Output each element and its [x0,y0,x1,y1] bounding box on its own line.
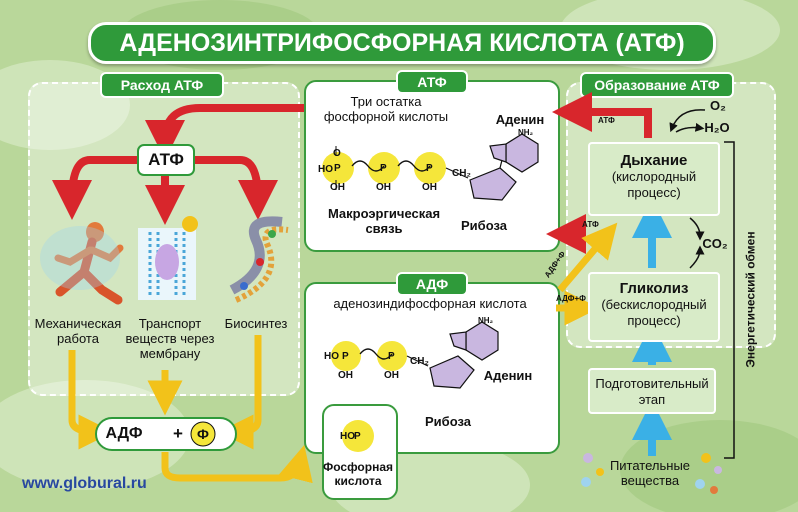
co2-arrow [689,245,705,269]
membrane-transport-label: Транспорт веществ через мембрану [125,316,215,361]
metabolism-bracket [724,141,735,459]
glycolysis-title: Гликолиз [619,280,689,297]
phosphate-group [377,341,407,371]
chem-oh: OH [376,182,391,193]
phosphate-group [368,152,400,184]
adp-plus-phosphate-small: АДФ+Ф [556,294,586,303]
atp-badge-label: АТФ [148,150,184,169]
yellow-arrow [161,445,313,484]
energy-metabolism-label: Энергетический обмен [743,231,758,368]
h2o-arrow [675,122,705,133]
ribose-ring [469,167,517,201]
ribose-ring [429,355,475,389]
ribose-label: Рибоза [425,414,471,429]
chem-oh: OH [422,182,437,193]
chem-p: P [426,163,433,174]
chem-ho: HO [318,164,333,175]
chem-ho: HO [340,431,355,442]
nutrients-label: Питательные вещества [609,458,691,488]
dna-illustration [229,216,289,303]
chem-p: P [388,351,395,362]
runner-illustration [40,222,124,305]
red-arrow [552,92,652,138]
chem-ho: HO [324,351,339,362]
chem-o: O [333,148,341,159]
phosphoric-acid-box [322,404,398,500]
website-url[interactable]: www.globural.ru [22,475,147,492]
co2-arrow [689,217,705,241]
phosphoric-acid-label: Фосфорная кислота [322,460,393,488]
atp-small-label: АТФ [582,220,599,229]
atp-small-label: АТФ [598,116,615,125]
yellow-arrow [557,222,618,293]
adenine-label: Аденин [495,112,545,127]
atp-usage-tag: Расход АТФ [100,72,224,98]
preparatory-stage-box: Подготовительный этап [588,368,716,414]
respiration-box: Дыхание (кислородный процесс) [588,142,720,216]
chem-p: P [354,431,361,442]
biosynthesis-label: Биосинтез [224,316,288,331]
mechanical-work-label: Механическая работа [34,316,122,346]
atp-formation-tag: Образование АТФ [580,72,734,98]
phosphate-symbol: Ф [197,426,209,442]
phosphate-group [414,152,446,184]
adp-molecule [331,321,499,389]
macroergic-bond [397,160,431,172]
chem-ch2: CH₂ [410,356,429,367]
h2o-label: H₂O [704,120,730,135]
chem-p: P [342,351,349,362]
nutrient-particles [581,453,722,494]
chem-nh2: NH₂ [518,128,534,137]
macroergic-bond [359,348,393,360]
o2-label: O₂ [710,98,726,113]
phosphate-group [331,341,361,371]
chem-oh: OH [384,370,399,381]
red-arrow [145,104,304,160]
macroergic-bond [351,160,385,172]
plus-sign: + [173,424,183,443]
glycolysis-box: Гликолиз (бескислородный процесс) [588,272,720,342]
chem-p: P [380,163,387,174]
phosphate-circle [190,421,216,447]
membrane-illustration [138,216,198,300]
atp-badge [137,144,195,176]
ribose-label: Рибоза [461,218,507,233]
red-arrow [192,156,278,220]
chem-oh: OH [330,182,345,193]
red-arrow [52,156,140,220]
atp-box-tag: АТФ [396,70,468,94]
adenine-ring [465,321,499,361]
yellow-arrow [218,335,262,450]
chem-oh: OH [338,370,353,381]
co2-label: CO₂ [702,236,728,251]
adenine-ring [505,133,539,173]
atp-molecule [322,133,539,201]
respiration-subtitle: (кислородный процесс) [611,169,697,200]
adp-badge-label: АДФ [105,425,143,442]
o2-arrow [669,109,706,133]
respiration-title: Дыхание [620,152,688,169]
adp-full-name: аденозиндифосфорная кислота [333,296,527,311]
adp-box-tag: АДФ [396,272,468,296]
macroergic-bond-label: Макроэргическая связь [327,206,441,236]
phosphate-group [322,152,354,184]
glycolysis-subtitle: (бескислородный процесс) [601,297,707,328]
chem-p: P [334,163,341,174]
three-phosphate-label: Три остатка фосфорной кислоты [323,94,449,124]
chem-nh2: NH₂ [478,316,494,325]
adenine-label: Аденин [483,368,533,383]
yellow-arrow [68,350,114,450]
phosphate-group [342,420,374,452]
chem-ch2: CH₂ [452,168,471,179]
page-title: АДЕНОЗИНТРИФОСФОРНАЯ КИСЛОТА (АТФ) [88,22,716,64]
